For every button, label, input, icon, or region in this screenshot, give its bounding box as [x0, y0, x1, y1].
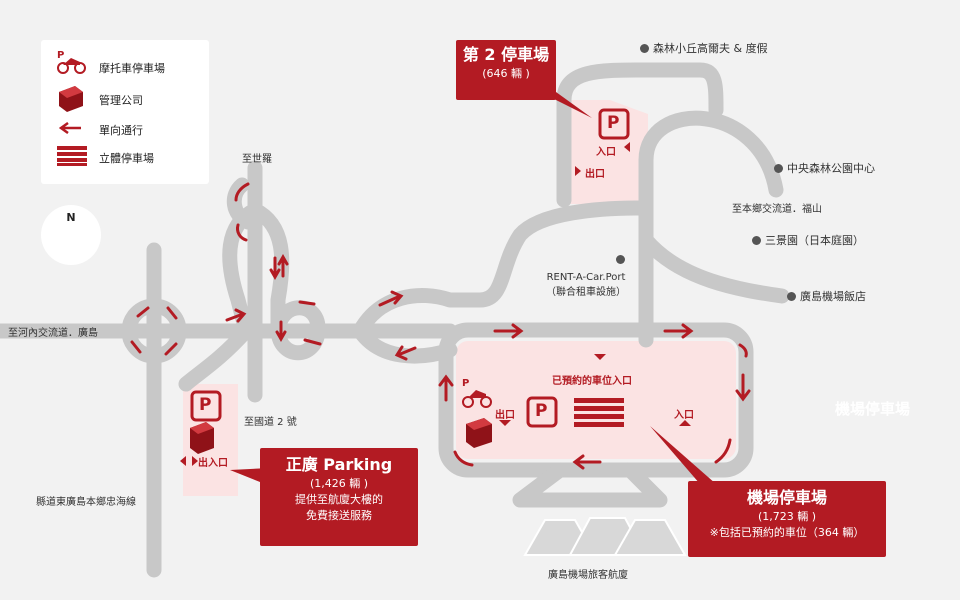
poi-dot-icon: [774, 164, 783, 173]
poi-dot-icon: [640, 44, 649, 53]
airport-hotel-label: 廣島機場飯店: [787, 288, 866, 304]
airport-parking-note: ※包括已預約的車位（364 輛）: [709, 526, 865, 539]
golf-resort-text: 森林小丘高爾夫 & 度假: [653, 42, 768, 55]
rentacar-dot: [616, 255, 629, 266]
seiko-shuttle-line2: 免費接送服務: [306, 509, 372, 522]
central-park-text: 中央森林公園中心: [787, 162, 875, 175]
reserved-entrance-label: 已預約的車位入口: [552, 376, 632, 387]
multistorey-icon: [57, 146, 87, 166]
airport-parking-callout[interactable]: 機場停車場 (1,723 輛 ) ※包括已預約的車位（364 輛）: [688, 481, 886, 557]
office-cube-icon: [59, 86, 83, 112]
svg-text:P: P: [57, 50, 64, 61]
rentacar-line1: RENT-A-Car.Port: [546, 272, 626, 283]
motorcycle-p-letter: P: [462, 378, 470, 389]
roads: [0, 62, 790, 578]
seiko-title: 正廣 Parking: [285, 455, 393, 474]
parking2-title: 第 2 停車場: [462, 45, 550, 64]
parking2-capacity: (646 輛 ): [482, 67, 530, 80]
rentacar-label: RENT-A-Car.Port （聯合租車設施）: [536, 272, 636, 298]
route2-label: 至國道 2 號: [244, 417, 297, 428]
prefectural-road-label: 縣道東廣島本鄉忠海線: [36, 497, 136, 508]
kouchi-ic-label: 至河內交流道．廣島: [8, 328, 98, 339]
airport-exit-label: 出口: [495, 410, 515, 421]
legend-office-label: 管理公司: [99, 94, 143, 107]
multistorey-parking-icon: [574, 398, 624, 427]
motorcycle-parking-icon: P: [57, 50, 86, 74]
hongo-ic-label: 至本鄉交流道．福山: [732, 204, 822, 215]
seiko-capacity: (1,426 輛 ): [309, 477, 369, 490]
rentacar-line2: （聯合租車設施）: [546, 287, 626, 298]
airport-p-letter: P: [535, 401, 548, 421]
terminal-building: [523, 517, 687, 556]
poi-dot-icon: [752, 236, 761, 245]
airport-parking-title: 機場停車場: [746, 488, 827, 507]
legend-multistorey-label: 立體停車場: [99, 152, 154, 165]
sankeien-label: 三景園（日本庭園）: [752, 232, 864, 248]
golf-resort-label: 森林小丘高爾夫 & 度假: [640, 40, 768, 56]
parking-p-icons: [190, 108, 630, 428]
sankeien-text: 三景園（日本庭園）: [765, 234, 864, 247]
map-legend: P 摩托車停車場 管理公司 單向通行 立體停車場: [41, 40, 209, 184]
airport-parking-watermark: 機場停車場: [835, 400, 911, 418]
compass-north-label: N: [66, 211, 76, 224]
management-office-icons: [190, 418, 492, 454]
compass: N: [41, 205, 101, 265]
parking2-p-letter: P: [607, 113, 620, 133]
legend-motorcycle-label: 摩托車停車場: [99, 62, 165, 75]
sera-label: 至世羅: [242, 154, 272, 165]
airport-parking-capacity: (1,723 輛 ): [757, 510, 817, 523]
one-way-arrows: [130, 182, 751, 470]
airport-entrance-label: 入口: [674, 410, 694, 421]
seiko-p-letter: P: [199, 395, 212, 415]
parking2-exit-label: 出口: [585, 169, 605, 180]
one-way-arrow-icon: [59, 122, 81, 134]
motorcycle-icon: [462, 390, 492, 408]
legend-oneway-label: 單向通行: [99, 124, 143, 137]
seiko-parking-callout[interactable]: 正廣 Parking (1,426 輛 ) 提供至航廈大樓的 免費接送服務: [260, 448, 418, 546]
poi-dot-icon: [616, 255, 625, 264]
seiko-gate-label: 出入口: [198, 458, 228, 469]
seiko-shuttle-line1: 提供至航廈大樓的: [295, 493, 383, 506]
central-park-label: 中央森林公園中心: [774, 160, 875, 176]
poi-dot-icon: [787, 292, 796, 301]
terminal-label: 廣島機場旅客航廈: [548, 570, 628, 581]
airport-hotel-text: 廣島機場飯店: [800, 290, 866, 303]
parking2-entrance-label: 入口: [596, 147, 616, 158]
parking2-callout[interactable]: 第 2 停車場 (646 輛 ): [456, 40, 556, 100]
gate-arrows: [180, 142, 691, 466]
